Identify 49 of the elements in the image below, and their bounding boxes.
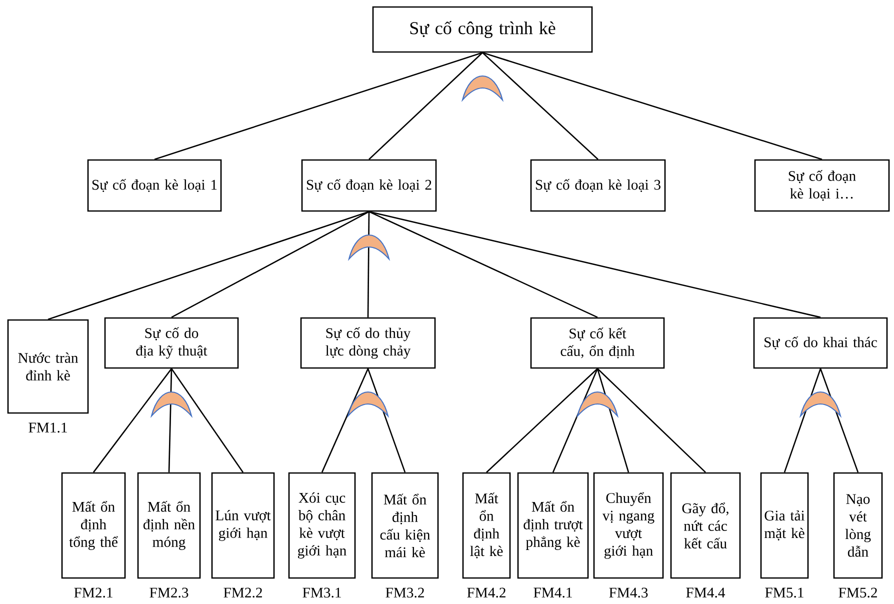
code-label: FM3.2	[386, 588, 424, 598]
connector-line	[170, 368, 244, 473]
event-box: Mất ổn định lật kè	[462, 472, 511, 579]
connector-line	[482, 52, 822, 160]
connector-line	[482, 52, 598, 160]
connector-line	[368, 211, 598, 318]
event-box: Nước tràn đỉnh kè	[7, 319, 89, 414]
code-label: FM2.1	[74, 588, 112, 598]
code-label: FM5.1	[765, 588, 804, 598]
connector-line	[552, 368, 598, 473]
event-box: Mất ổn định nền móng	[137, 472, 201, 579]
connector-line	[154, 52, 483, 160]
event-box: Sự cố do khai thác	[753, 317, 888, 369]
connector-line	[367, 212, 370, 318]
event-box: Mất ổn định trượt phẳng kè	[517, 472, 589, 579]
event-box: Sự cố công trình kè	[372, 6, 593, 53]
event-box: Sự cố do thủy lực dòng chảy	[300, 317, 436, 369]
connector-line	[171, 211, 370, 318]
event-box: Sự cố đoạn kè loại i…	[754, 159, 890, 212]
connector-line	[597, 368, 706, 473]
code-label: FM1.1	[28, 422, 67, 433]
code-label: FM4.1	[534, 588, 572, 598]
code-label: FM5.2	[838, 588, 877, 598]
connector-line	[321, 368, 369, 473]
event-box: Chuyển vị ngang vượt giới hạn	[593, 472, 664, 579]
event-box: Lún vượt giới hạn	[211, 472, 275, 579]
event-box: Mất ổn định tổng thể	[61, 472, 126, 579]
connector-line	[168, 368, 172, 472]
event-box: Mất ổn định cấu kiện mái kè	[371, 472, 439, 579]
event-box: Sự cố do địa kỹ thuật	[104, 317, 239, 369]
connector-line	[92, 368, 172, 473]
connector-line	[486, 368, 598, 473]
connector-line	[368, 211, 821, 318]
code-label: FM4.3	[609, 588, 648, 598]
event-box: Gãy đổ, nứt các kết cấu	[670, 472, 741, 579]
event-box: Sự cố kết cấu, ổn định	[530, 317, 665, 369]
connector-line	[368, 52, 483, 160]
event-box: Sự cố đoạn kè loại 3	[530, 159, 666, 212]
event-box: Sự cố đoạn kè loại 1	[87, 159, 222, 212]
event-box: Nạo vét lòng dẫn	[833, 472, 883, 579]
code-label: FM2.2	[224, 588, 262, 598]
code-label: FM4.4	[686, 588, 726, 598]
event-box: Xói cục bộ chân kè vượt giới hạn	[288, 472, 356, 579]
connector-line	[48, 211, 370, 320]
event-box: Sự cố đoạn kè loại 2	[301, 159, 437, 212]
event-box: Gia tải mặt kè	[760, 472, 809, 579]
code-label: FM3.1	[302, 588, 341, 598]
code-label: FM4.2	[467, 588, 506, 598]
code-label: FM2.3	[150, 588, 188, 598]
